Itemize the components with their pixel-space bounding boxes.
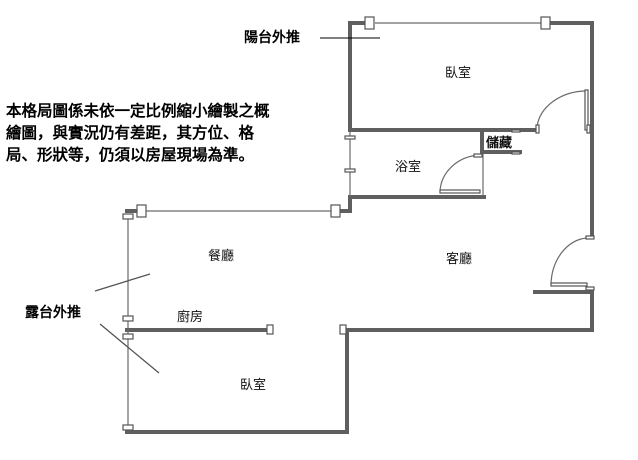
wall	[548, 21, 594, 239]
balcony-extension-label: 陽台外推	[244, 29, 300, 46]
leader-lines	[94, 37, 380, 374]
window-frame	[122, 213, 134, 220]
window-frame	[122, 333, 134, 340]
window-frame	[330, 204, 341, 218]
room-label-dining: 餐廳	[208, 248, 234, 264]
window-frame	[540, 16, 551, 30]
doors[interactable]	[439, 89, 595, 291]
disclaimer-line: 繪圖，與實況仍有差距，其方位、格	[6, 124, 255, 142]
room-label-storage: 儲藏	[485, 135, 512, 151]
storage-wall	[480, 129, 522, 154]
wall-end	[266, 324, 274, 335]
bedroom-door[interactable]	[535, 89, 591, 134]
window-frame	[136, 204, 147, 218]
disclaimer-line: 本格局圖係未依一定比例縮小繪製之概	[6, 102, 270, 120]
window-frame	[364, 16, 375, 30]
terrace-extension-label: 露台外推	[25, 304, 81, 321]
wall	[125, 290, 594, 434]
room-label-bathroom: 浴室	[395, 159, 421, 175]
bathroom-door[interactable]	[439, 153, 484, 196]
wall-end	[339, 324, 347, 335]
entrance-door[interactable]	[550, 235, 595, 291]
wall	[338, 195, 352, 213]
window-frame	[344, 135, 356, 140]
window-frame	[344, 168, 356, 173]
room-label-kitchen: 廚房	[177, 309, 203, 325]
room-label-bedroom-bottom: 臥室	[240, 377, 266, 393]
windows	[122, 16, 551, 431]
room-label-bedroom-top: 臥室	[445, 65, 471, 81]
disclaimer-note: 本格局圖係未依一定比例縮小繪製之概 繪圖，與實況仍有差距，其方位、格 局、形狀等…	[6, 100, 336, 166]
walls	[125, 21, 594, 434]
room-label-living: 客廳	[446, 251, 472, 267]
window-frame	[122, 315, 134, 322]
disclaimer-line: 局、形狀等，仍須以房屋現場為準。	[6, 146, 255, 164]
window-frame	[122, 424, 134, 431]
wall	[348, 21, 372, 132]
storage-door[interactable]	[511, 129, 521, 155]
